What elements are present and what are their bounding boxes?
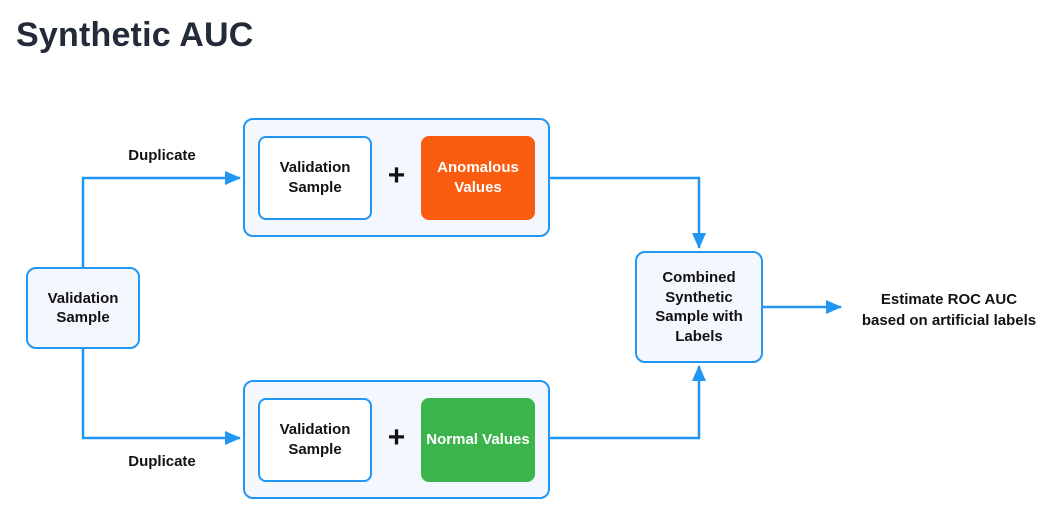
- plus-operator-bottom: +: [387, 420, 406, 454]
- page-title: Synthetic AUC: [16, 16, 254, 54]
- plus-operator-top: +: [387, 158, 406, 192]
- group-normal: Validation Sample + Normal Values: [243, 380, 550, 499]
- node-validation-sample-top: Validation Sample: [258, 135, 372, 220]
- result-label-line1: Estimate ROC AUC: [880, 291, 1018, 308]
- edge-label-duplicate-bottom: Duplicate: [128, 453, 196, 470]
- node-combined-synthetic-sample: Combined Synthetic Sample with Labels: [635, 251, 763, 363]
- edge-duplicate-bottom: [81, 348, 241, 445]
- edge-label-duplicate-top: Duplicate: [128, 147, 196, 164]
- group-anomalous: Validation Sample + Anomalous Values: [243, 118, 550, 237]
- edge-duplicate-top: [81, 171, 241, 268]
- edge-bottom-to-combined: [550, 365, 706, 440]
- node-validation-sample-bottom: Validation Sample: [258, 397, 372, 482]
- result-label: Estimate ROC AUC based on artificial lab…: [843, 289, 1053, 331]
- node-validation-sample-source: Validation Sample: [26, 267, 140, 349]
- node-anomalous-values: Anomalous Values: [421, 135, 535, 220]
- edge-top-to-combined: [550, 176, 706, 249]
- node-normal-values: Normal Values: [421, 397, 535, 482]
- result-label-line2: based on artificial labels: [861, 312, 1037, 329]
